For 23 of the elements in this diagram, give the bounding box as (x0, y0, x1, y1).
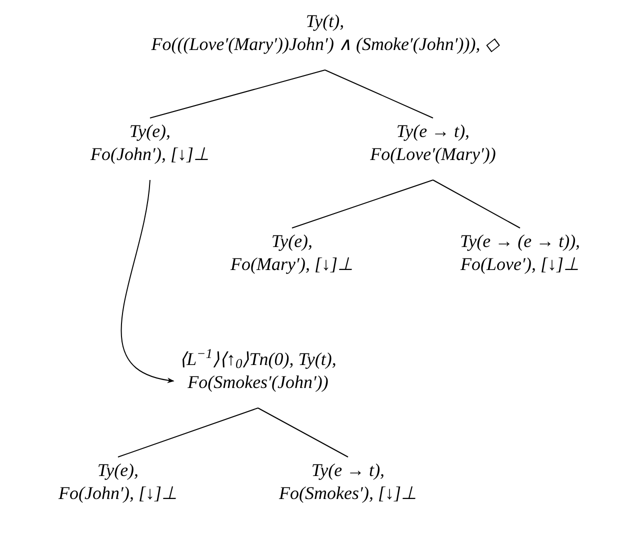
formula-text: Ty(e → (e → t)), (460, 230, 580, 253)
formula-text: Ty(e → t), (396, 120, 470, 143)
formula-text: Fo(John′), [↓]⊥ (58, 482, 178, 505)
formula-text: Ty(e), (129, 120, 171, 143)
formula-text: Fo(Love′), [↓]⊥ (460, 253, 580, 276)
tree-branch-line (150, 70, 326, 118)
formula-text: Ty(e → t), (311, 459, 385, 482)
formula-text: Fo(Love′(Mary′)) (370, 143, 496, 166)
tree-branch-line (432, 180, 520, 228)
formula-text: Ty(e), (271, 230, 313, 253)
formula-text: Fo(Smokes′(John′)) (188, 371, 328, 394)
formula-text: Fo(Smokes′), [↓]⊥ (279, 482, 417, 505)
formula-text: Ty(t), (306, 10, 344, 33)
formula-text: Ty(e), (97, 459, 139, 482)
formula-text: ⟨L$^{−1}$⟩⟨↑$_{0}$⟩Tn(0), Ty(t), (180, 348, 336, 371)
curved-arrow (120, 180, 174, 382)
tree-branch-line (292, 180, 434, 228)
tree-branch-line (324, 70, 434, 118)
tree-branch-line (118, 408, 258, 458)
formula-text: Fo(John′), [↓]⊥ (90, 143, 210, 166)
formula-text: Fo(Mary′), [↓]⊥ (230, 253, 354, 276)
tree-branch-line (258, 408, 348, 458)
formula-text: Fo(((Love′(Mary′))John′) ∧ (Smoke′(John′))), ◇ (151, 33, 499, 56)
